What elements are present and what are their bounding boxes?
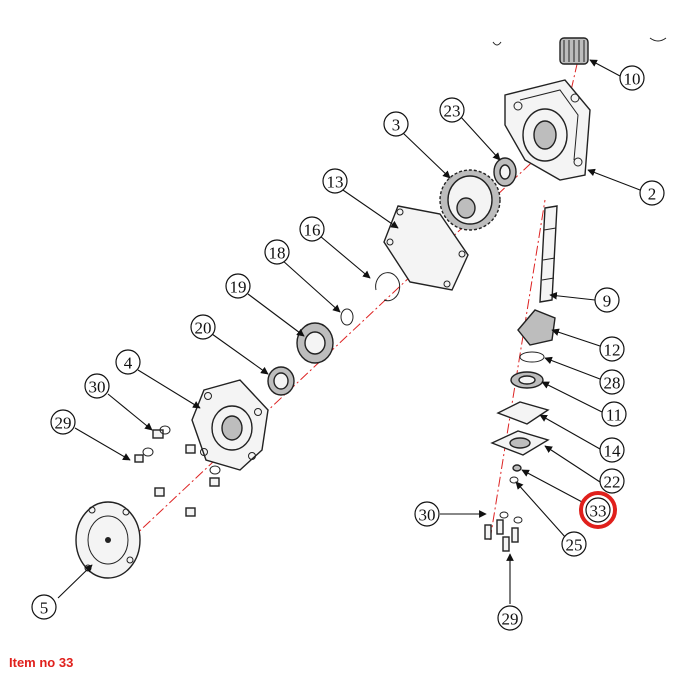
part-flange-plate: [75, 501, 141, 579]
callout-label: 25: [566, 536, 583, 555]
callout-label: 30: [89, 378, 106, 397]
callout-label: 29: [55, 414, 72, 433]
callout-label: 14: [604, 442, 622, 461]
part-bolts-left: [134, 425, 221, 517]
item-caption: Item no 33: [9, 655, 74, 670]
callout-14: 14: [599, 437, 625, 463]
part-gearbox-housing: [504, 79, 591, 181]
callout-23: 23: [439, 97, 465, 123]
callout-30-left: 30: [84, 373, 110, 399]
callout-label: 28: [604, 374, 621, 393]
callout-4: 4: [115, 349, 141, 375]
part-ring-small: [340, 308, 354, 326]
part-small-fasteners: [484, 464, 523, 552]
callout-label: 22: [604, 473, 621, 492]
partial-part-top: [492, 41, 502, 46]
callout-label: 18: [269, 244, 286, 263]
callout-label: 13: [327, 173, 344, 192]
callout-label: 2: [648, 185, 657, 204]
callout-label: 16: [304, 221, 321, 240]
callout-label: 19: [230, 278, 247, 297]
callout-2: 2: [639, 180, 665, 206]
callout-29-left: 29: [50, 409, 76, 435]
part-bearing-small: [493, 157, 517, 187]
part-bevel-gear: [439, 169, 501, 231]
callout-12: 12: [599, 336, 625, 362]
part-cover-plate: [490, 430, 550, 456]
callout-label: 3: [392, 116, 401, 135]
callout-30-bottom: 30: [414, 501, 440, 527]
callout-label: 9: [603, 292, 612, 311]
callout-19: 19: [225, 273, 251, 299]
callout-label: 12: [604, 341, 621, 360]
callout-label: 4: [124, 354, 133, 373]
part-pinion-gear: [517, 309, 556, 346]
callout-22: 22: [599, 468, 625, 494]
part-washer: [519, 351, 545, 363]
part-gasket-square: [496, 401, 550, 425]
callout-label: 23: [444, 102, 461, 121]
callout-18: 18: [264, 239, 290, 265]
part-oil-seal: [267, 366, 295, 396]
part-flange-housing: [191, 379, 269, 471]
callout-label: 33: [590, 502, 607, 521]
part-coupling: [559, 37, 589, 65]
callout-16: 16: [299, 216, 325, 242]
callout-28: 28: [599, 369, 625, 395]
part-bearing-medium: [296, 322, 334, 364]
callout-13: 13: [322, 168, 348, 194]
callout-20: 20: [190, 314, 216, 340]
part-bearing-lower: [510, 371, 544, 389]
callout-label: 5: [40, 599, 49, 618]
callout-label: 11: [606, 406, 622, 425]
callout-25: 25: [561, 531, 587, 557]
part-circlip: [375, 272, 401, 302]
callout-label: 10: [624, 70, 641, 89]
part-shaft: [539, 205, 558, 303]
callout-3: 3: [383, 111, 409, 137]
partial-part-top-right: [649, 37, 667, 42]
center-axis-top: [554, 59, 579, 161]
leader-lines: [57, 59, 641, 604]
callout-5: 5: [31, 594, 57, 620]
callout-label: 29: [502, 610, 519, 629]
callout-29-bottom: 29: [497, 605, 523, 631]
callout-33-highlighted: 33: [579, 491, 617, 529]
callout-9: 9: [594, 287, 620, 313]
callout-label: 30: [419, 506, 436, 525]
callout-11: 11: [601, 401, 627, 427]
callout-label: 20: [195, 319, 212, 338]
callout-10: 10: [619, 65, 645, 91]
center-axis-vertical: [489, 199, 546, 541]
part-gasket-large: [383, 205, 469, 291]
